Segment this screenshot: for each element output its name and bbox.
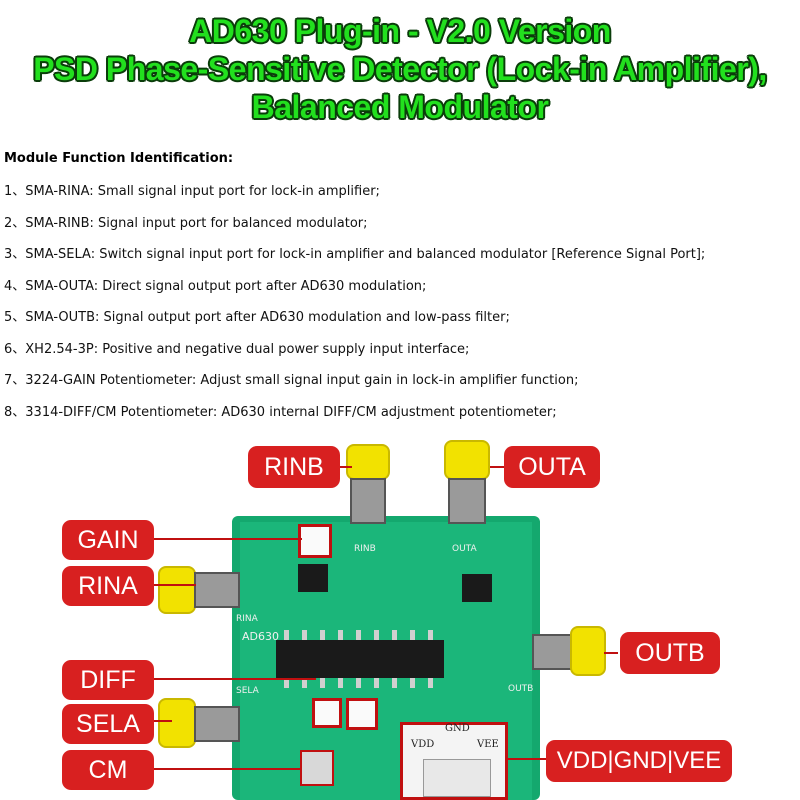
list-item: 6、XH2.54-3P: Positive and negative dual … — [4, 341, 470, 357]
header-socket — [423, 759, 491, 797]
silk-outb: OUTB — [508, 684, 534, 694]
callout-line-gain — [154, 538, 302, 540]
silk-gnd: GND — [445, 723, 470, 734]
label-cm: CM — [62, 750, 154, 790]
callout-line-rina — [154, 584, 196, 586]
list-item: 3、SMA-SELA: Switch signal input port for… — [4, 247, 706, 262]
title-line-3: Balanced Modulator — [251, 89, 549, 125]
sma-rina-cap — [158, 566, 196, 614]
sma-rinb-cap — [346, 444, 390, 480]
silk-ad630: AD630 — [242, 630, 279, 643]
label-rinb: RINB — [248, 446, 340, 488]
silk-sela: SELA — [236, 686, 259, 696]
cm-potentiometer — [346, 698, 378, 730]
callout-line-cm — [154, 768, 302, 770]
list-item: 1、SMA-RINA: Small signal input port for … — [4, 184, 380, 199]
power-header-xh254: VDD GND VEE — [400, 722, 508, 800]
title-line-1: AD630 Plug-in - V2.0 Version — [189, 13, 611, 49]
diff-potentiometer — [312, 698, 342, 728]
silk-rinb: RINB — [354, 544, 376, 554]
callout-line-outa — [490, 466, 504, 468]
list-item: 8、3314-DIFF/CM Potentiometer: AD630 inte… — [4, 404, 557, 420]
op-amp-ic-right — [462, 574, 492, 602]
callout-line-sela — [154, 720, 172, 722]
sma-outb-cap — [570, 626, 606, 676]
callout-line-rinb — [340, 466, 352, 468]
sma-rina-body — [194, 572, 240, 608]
list-item: 7、3224-GAIN Potentiometer: Adjust small … — [4, 373, 579, 388]
gain-potentiometer — [298, 524, 332, 558]
list-item: 5、SMA-OUTB: Signal output port after AD6… — [4, 310, 510, 325]
title-line-2: PSD Phase-Sensitive Detector (Lock-in Am… — [33, 51, 767, 87]
functions-heading: Module Function Identification: — [4, 151, 234, 166]
label-outb: OUTB — [620, 632, 720, 674]
label-power: VDD|GND|VEE — [546, 740, 732, 782]
label-sela: SELA — [62, 704, 154, 744]
callout-line-diff — [154, 678, 316, 680]
callout-line-power — [506, 758, 546, 760]
sma-outb-body — [532, 634, 572, 670]
label-rina: RINA — [62, 566, 154, 606]
op-amp-ic-left — [298, 564, 328, 592]
silk-vdd: VDD — [411, 739, 435, 750]
silk-vee: VEE — [477, 739, 499, 750]
sma-outa-cap — [444, 440, 490, 480]
label-diff: DIFF — [62, 660, 154, 700]
switch-component — [300, 750, 334, 786]
sma-sela-cap — [158, 698, 196, 748]
sma-rinb-body — [350, 478, 386, 524]
sma-sela-body — [194, 706, 240, 742]
label-gain: GAIN — [62, 520, 154, 560]
functions-list: 1、SMA-RINA: Small signal input port for … — [4, 183, 705, 435]
label-outa: OUTA — [504, 446, 600, 488]
silk-rina: RINA — [236, 614, 258, 624]
list-item: 2、SMA-RINB: Signal input port for balanc… — [4, 215, 368, 231]
sma-outa-body — [448, 478, 486, 524]
callout-line-outb — [604, 652, 618, 654]
ad630-dip-ic — [276, 640, 444, 678]
list-item: 4、SMA-OUTA: Direct signal output port af… — [4, 278, 427, 294]
silk-outa: OUTA — [452, 544, 477, 554]
